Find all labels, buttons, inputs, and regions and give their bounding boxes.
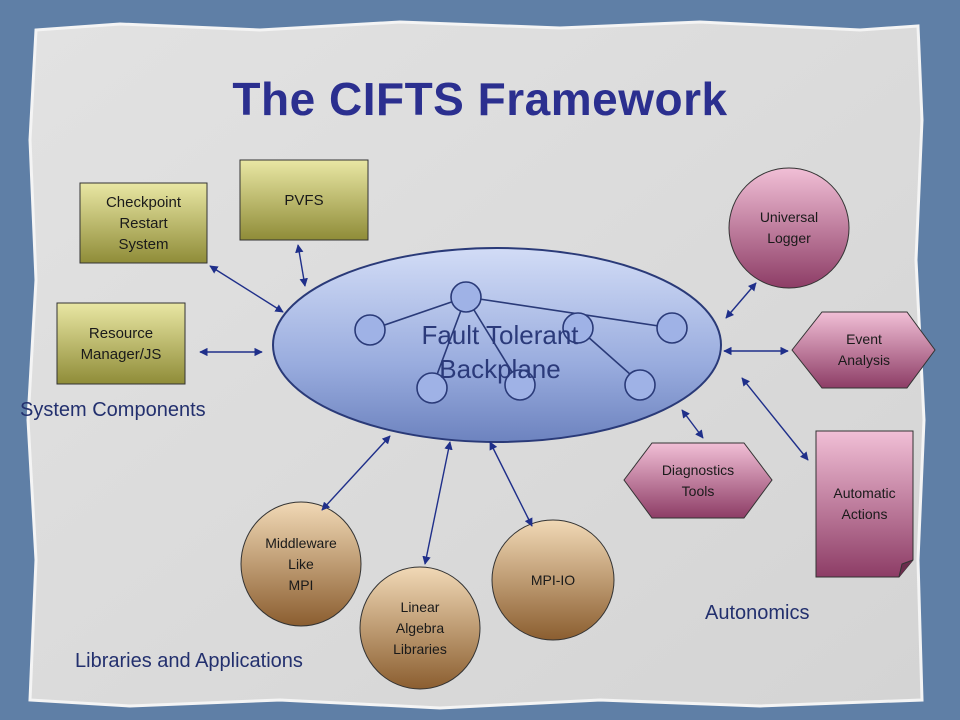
universal-logger-label: Universal Logger xyxy=(759,209,819,246)
arrow-linear-algebra xyxy=(422,441,453,565)
network-node xyxy=(416,372,448,404)
resource-manager-box xyxy=(56,302,186,385)
diagnostics-label: Diagnostics Tools xyxy=(661,461,735,499)
automatic-actions-label: Automatic Actions xyxy=(833,485,896,522)
arrow-pvfs xyxy=(295,244,308,287)
network-node xyxy=(624,369,656,401)
pvfs-label: PVFS xyxy=(284,191,324,209)
connector-arrows xyxy=(199,244,809,565)
backplane-label: Fault Tolerant Backplane xyxy=(421,320,579,384)
arrow-automatic-actions xyxy=(741,377,809,461)
group-label-autonomics: Autonomics xyxy=(705,602,810,624)
group-label-system-components: System Components xyxy=(20,399,206,421)
universal-logger-circle xyxy=(728,167,850,289)
arrow-diagnostics xyxy=(681,409,704,439)
arrow-universal-logger xyxy=(725,282,757,319)
event-analysis-hexagon xyxy=(791,311,936,389)
checkpoint-box xyxy=(79,182,208,264)
middleware-label: Middleware Like MPI xyxy=(265,534,337,593)
pvfs-box xyxy=(239,159,369,241)
arrow-middleware xyxy=(321,435,391,511)
network-node xyxy=(354,314,386,346)
network-node xyxy=(450,281,482,313)
network-node xyxy=(504,369,536,401)
resource-manager-label: Resource Manager/JS xyxy=(80,324,162,363)
network-node xyxy=(562,312,594,344)
arrow-mpi-io xyxy=(489,441,533,527)
backplane-nodes xyxy=(354,281,688,404)
network-node xyxy=(656,312,688,344)
arrow-checkpoint xyxy=(209,265,284,313)
diagnostics-hexagon xyxy=(623,442,773,519)
linear-algebra-circle xyxy=(359,566,481,690)
middleware-circle xyxy=(240,501,362,627)
linear-algebra-label: Linear Algebra Libraries xyxy=(393,598,447,657)
event-analysis-label: Event Analysis xyxy=(837,331,891,368)
page-title: The CIFTS Framework xyxy=(232,73,728,125)
mpi-io-label: MPI-IO xyxy=(530,571,576,588)
group-label-libraries: Libraries and Applications xyxy=(75,650,303,672)
checkpoint-label: Checkpoint Restart System xyxy=(105,193,182,253)
mpi-io-circle xyxy=(491,519,615,641)
